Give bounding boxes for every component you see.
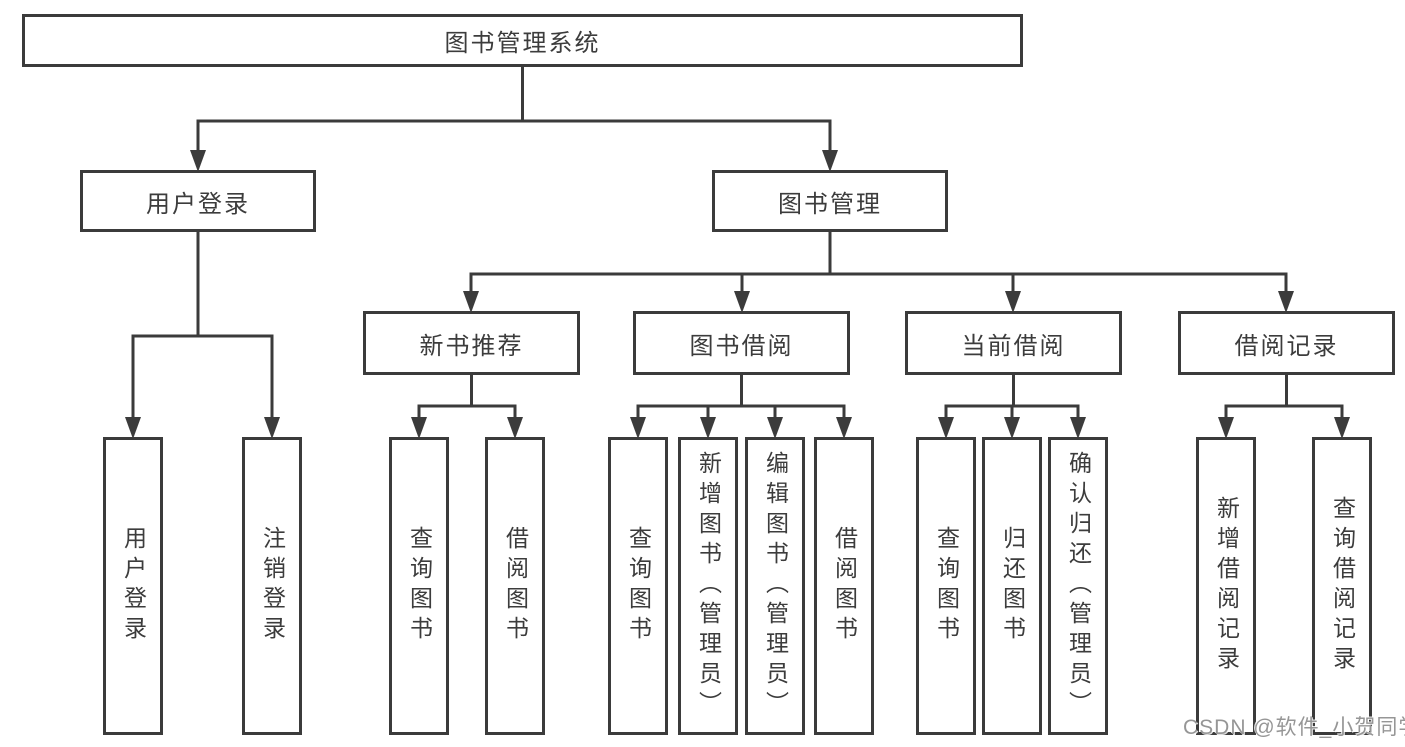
leaf-borrowing-add-books-admin: 新增图书（管理员）: [678, 437, 738, 735]
node-current-borrowing: 当前借阅: [905, 311, 1122, 375]
vertical-label: 借阅图书: [502, 526, 529, 646]
vertical-label: 查询图书: [933, 526, 960, 646]
leaf-user-login: 用户登录: [103, 437, 163, 735]
vertical-label: 归还图书: [999, 526, 1026, 646]
node-book-management: 图书管理: [712, 170, 948, 232]
vertical-label: 确认归还（管理员）: [1065, 451, 1092, 721]
vertical-label: 查询图书: [406, 526, 433, 646]
csdn-watermark: CSDN @软件_小贺同学: [1183, 716, 1405, 739]
leaf-borrowing-edit-books-admin: 编辑图书（管理员）: [745, 437, 805, 735]
vertical-label: 新增借阅记录: [1213, 496, 1240, 676]
vertical-label: 新增图书（管理员）: [695, 451, 722, 721]
leaf-records-query-record: 查询借阅记录: [1312, 437, 1372, 735]
leaf-current-confirm-return-admin: 确认归还（管理员）: [1048, 437, 1108, 735]
leaf-borrowing-query-books: 查询图书: [608, 437, 668, 735]
vertical-label: 注销登录: [259, 526, 286, 646]
leaf-recommend-query-books: 查询图书: [389, 437, 449, 735]
leaf-logout: 注销登录: [242, 437, 302, 735]
node-root-title: 图书管理系统: [22, 14, 1023, 67]
vertical-label: 用户登录: [120, 526, 147, 646]
leaf-borrowing-borrow-books: 借阅图书: [814, 437, 874, 735]
node-user-login-branch: 用户登录: [80, 170, 316, 232]
node-book-borrowing: 图书借阅: [633, 311, 850, 375]
vertical-label: 查询图书: [625, 526, 652, 646]
node-new-book-recommend: 新书推荐: [363, 311, 580, 375]
vertical-label: 借阅图书: [831, 526, 858, 646]
leaf-current-query-books: 查询图书: [916, 437, 976, 735]
node-borrow-records: 借阅记录: [1178, 311, 1395, 375]
vertical-label: 编辑图书（管理员）: [762, 451, 789, 721]
vertical-label: 查询借阅记录: [1329, 496, 1356, 676]
leaf-current-return-books: 归还图书: [982, 437, 1042, 735]
leaf-recommend-borrow-books: 借阅图书: [485, 437, 545, 735]
leaf-records-add-record: 新增借阅记录: [1196, 437, 1256, 735]
